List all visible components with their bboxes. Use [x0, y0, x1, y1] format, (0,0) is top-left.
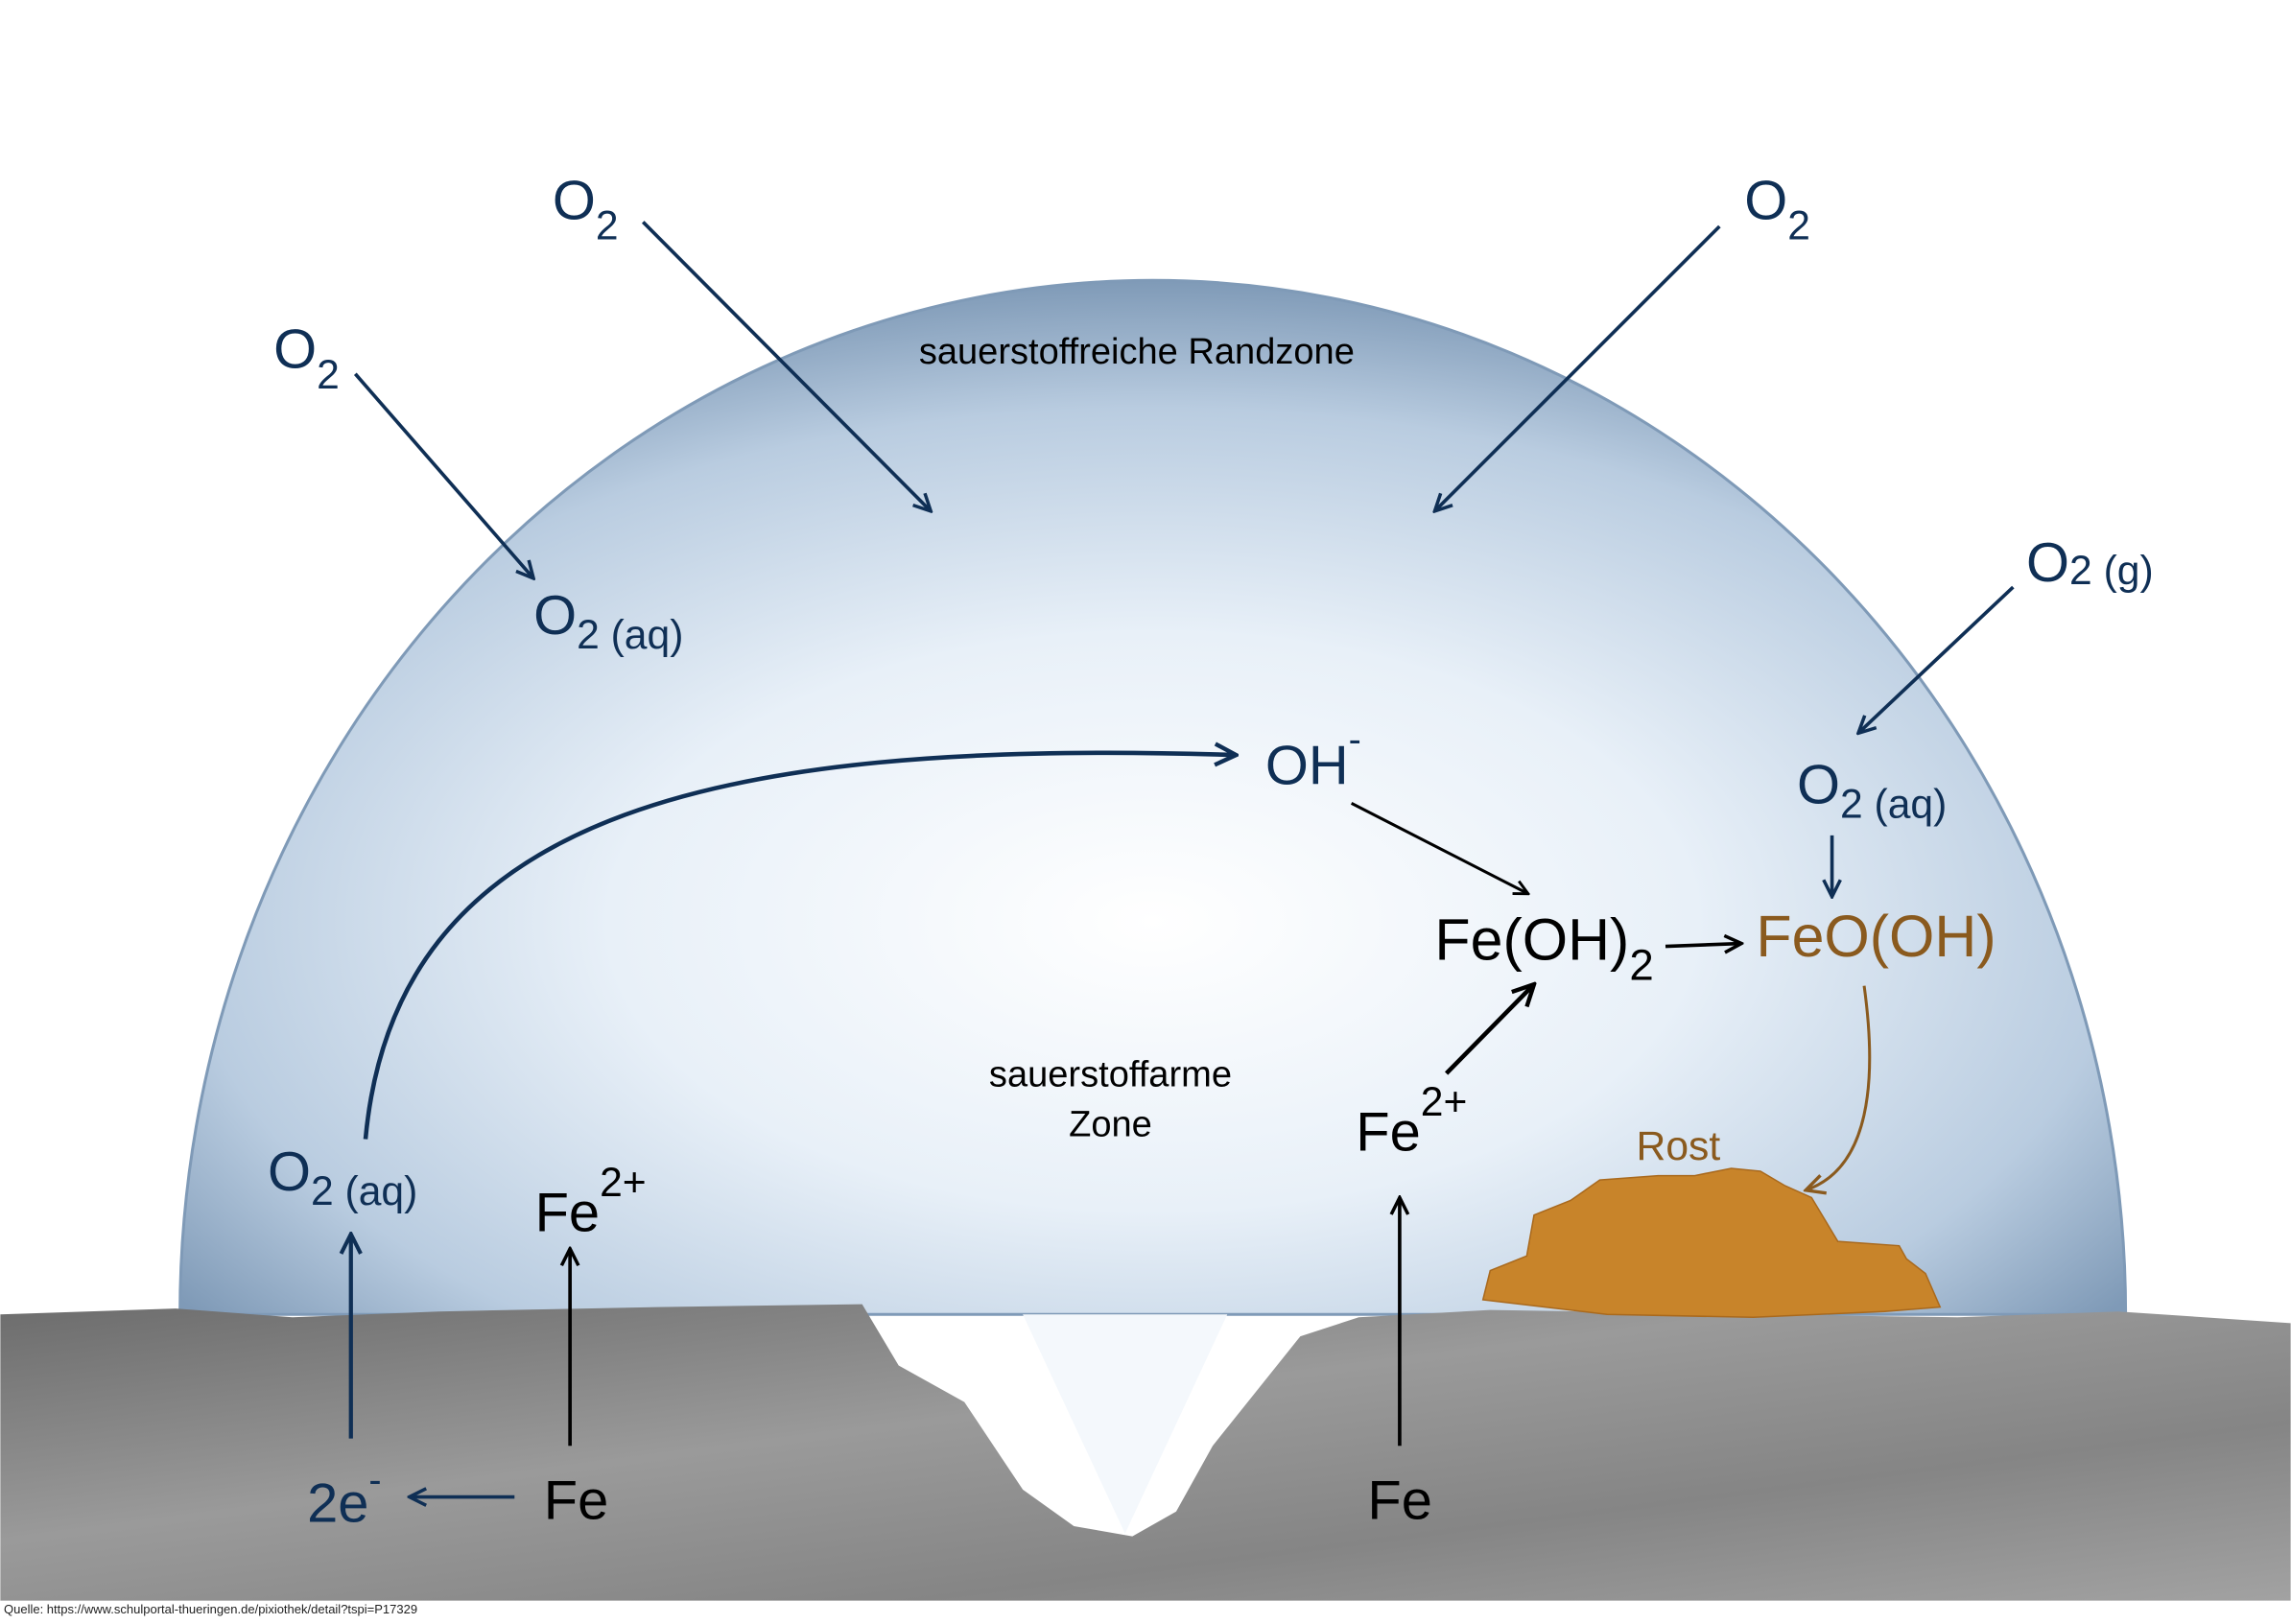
steel-surface — [0, 1304, 2291, 1601]
arrow-o2aq-to-oh — [363, 753, 1236, 1140]
zone-rich-label: sauerstoffreiche Randzone — [919, 332, 1355, 372]
source-credit: Quelle: https://www.schulportal-thuering… — [4, 1602, 418, 1616]
o2-top-right: O2 — [1744, 170, 1810, 248]
arrow-o2-topleft-in — [641, 221, 931, 510]
o2-left: O2 — [273, 319, 340, 398]
o2-gas: O2 (g) — [2026, 532, 2154, 594]
fe2-right: Fe2+ — [1356, 1079, 1467, 1164]
arrow-oh-to-feoh2 — [1350, 802, 1528, 893]
water-droplet — [178, 278, 2128, 1316]
electrons-label: 2e- — [307, 1459, 382, 1534]
arrow-o2g-in — [1858, 585, 2015, 733]
arrow-feoh2-to-feooh — [1665, 944, 1741, 947]
o2-aq-upper-left: O2 (aq) — [533, 585, 683, 658]
rust-deposit — [1481, 1167, 1942, 1319]
reaction-arrows — [351, 221, 2015, 1496]
labels: sauerstoffreiche Randzone sauerstoffarme… — [268, 170, 2154, 1534]
hydroxide-label: OH- — [1265, 718, 1361, 796]
pit-water — [862, 1314, 1359, 1534]
arrow-feooh-to-rust — [1806, 985, 1872, 1190]
iron-oxide-hydroxide-label: FeO(OH) — [1756, 904, 1996, 969]
o2-aq-bottom: O2 (aq) — [268, 1142, 417, 1214]
fe2-left: Fe2+ — [535, 1160, 647, 1244]
iron-hydroxide-label: Fe(OH)2 — [1434, 906, 1653, 989]
arrow-o2-left-in — [353, 372, 533, 578]
o2-top-left: O2 — [553, 170, 619, 248]
fe-right: Fe — [1367, 1470, 1432, 1531]
fe-left: Fe — [544, 1470, 609, 1531]
rust-label: Rost — [1637, 1123, 1721, 1169]
o2-aq-right: O2 (aq) — [1797, 754, 1947, 827]
arrow-fe2-to-feoh2 — [1445, 984, 1534, 1075]
arrow-o2-topright-in — [1434, 224, 1721, 511]
